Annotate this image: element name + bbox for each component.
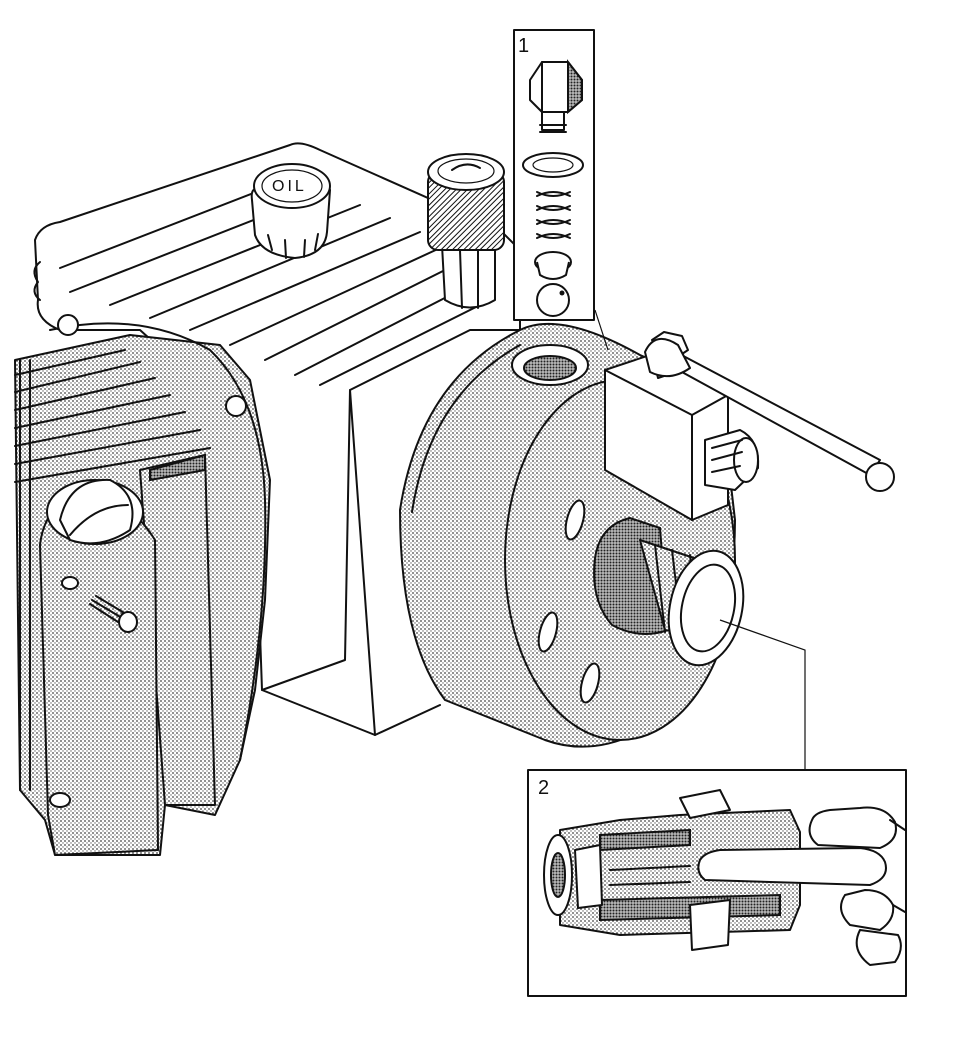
pump-housing xyxy=(33,142,521,736)
oil-cap-label: OIL xyxy=(272,178,307,195)
oil-filler-cap: OIL xyxy=(250,163,331,259)
ball-valve xyxy=(604,331,895,521)
inset-1-label: 1 xyxy=(518,35,529,57)
cooling-fins xyxy=(14,349,211,791)
hand-fingers xyxy=(697,806,906,966)
inset-2-fitting-cutaway: 2 xyxy=(527,769,907,997)
cooling-fin-housing xyxy=(14,314,271,856)
oil-sight-glass xyxy=(427,153,505,309)
housing-ribs xyxy=(33,174,481,386)
inset-1-check-valve: 1 xyxy=(513,29,595,321)
leader-lines xyxy=(594,309,806,770)
inset-2-label: 2 xyxy=(538,777,549,799)
cover-screw xyxy=(89,595,138,633)
threaded-hose-fitting xyxy=(593,516,745,667)
